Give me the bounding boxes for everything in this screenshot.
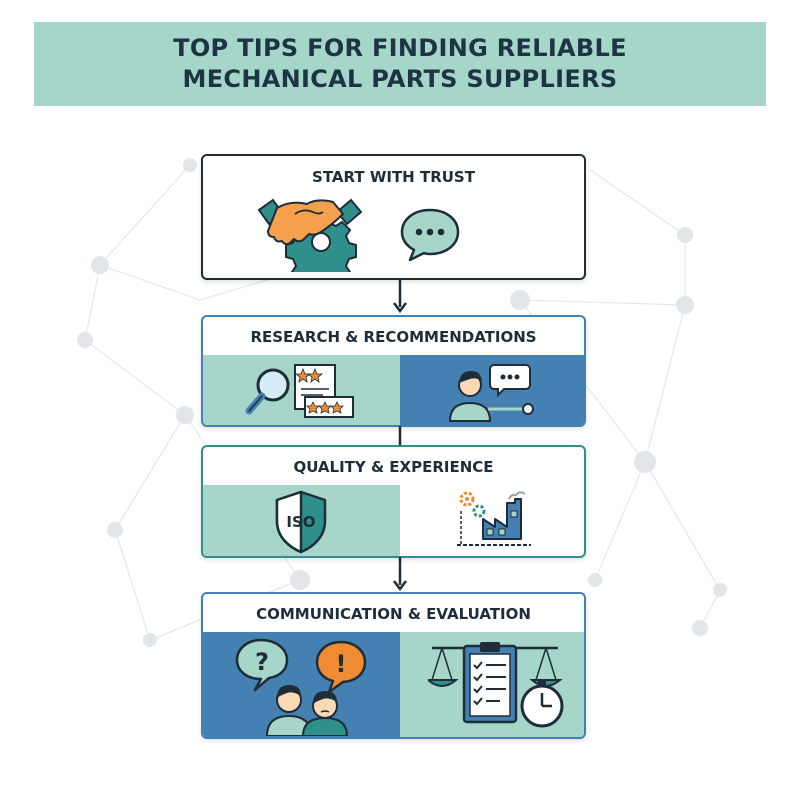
step-title: START WITH TRUST bbox=[312, 168, 475, 186]
factory-icon bbox=[457, 491, 531, 546]
handshake-gear-icon bbox=[257, 198, 363, 272]
step-title: RESEARCH & RECOMMENDATIONS bbox=[250, 328, 537, 346]
step-card-start-with-trust: START WITH TRUST bbox=[201, 154, 586, 280]
step-title: COMMUNICATION & EVALUATION bbox=[256, 605, 531, 623]
exclaim-mark-text: ! bbox=[336, 650, 347, 678]
person-chat-icon bbox=[448, 364, 534, 422]
title-line-1: TOP TIPS FOR FINDING RELIABLE bbox=[173, 34, 627, 62]
speech-bubble-icon bbox=[400, 208, 460, 262]
step-card-quality-experience: QUALITY & EXPERIENCE ISO bbox=[201, 445, 586, 558]
question-mark-text: ? bbox=[255, 648, 269, 676]
step-card-communication-evaluation: COMMUNICATION & EVALUATION ? ! bbox=[201, 592, 586, 739]
checklist-scale-timer-icon bbox=[428, 642, 564, 728]
step-title: QUALITY & EXPERIENCE bbox=[293, 458, 494, 476]
down-arrow-icon bbox=[393, 557, 407, 592]
step-card-research-recommendations: RESEARCH & RECOMMENDATIONS bbox=[201, 315, 586, 427]
iso-badge-text: ISO bbox=[286, 513, 315, 531]
question-exclaim-people-icon: ? ! bbox=[235, 638, 367, 736]
down-arrow-icon bbox=[393, 279, 407, 314]
title-line-2: MECHANICAL PARTS SUPPLIERS bbox=[182, 65, 618, 93]
connector-line bbox=[398, 426, 402, 446]
magnifier-ratings-icon bbox=[245, 364, 354, 418]
title-banner: TOP TIPS FOR FINDING RELIABLE MECHANICAL… bbox=[34, 22, 766, 106]
iso-shield-icon: ISO bbox=[275, 490, 327, 554]
